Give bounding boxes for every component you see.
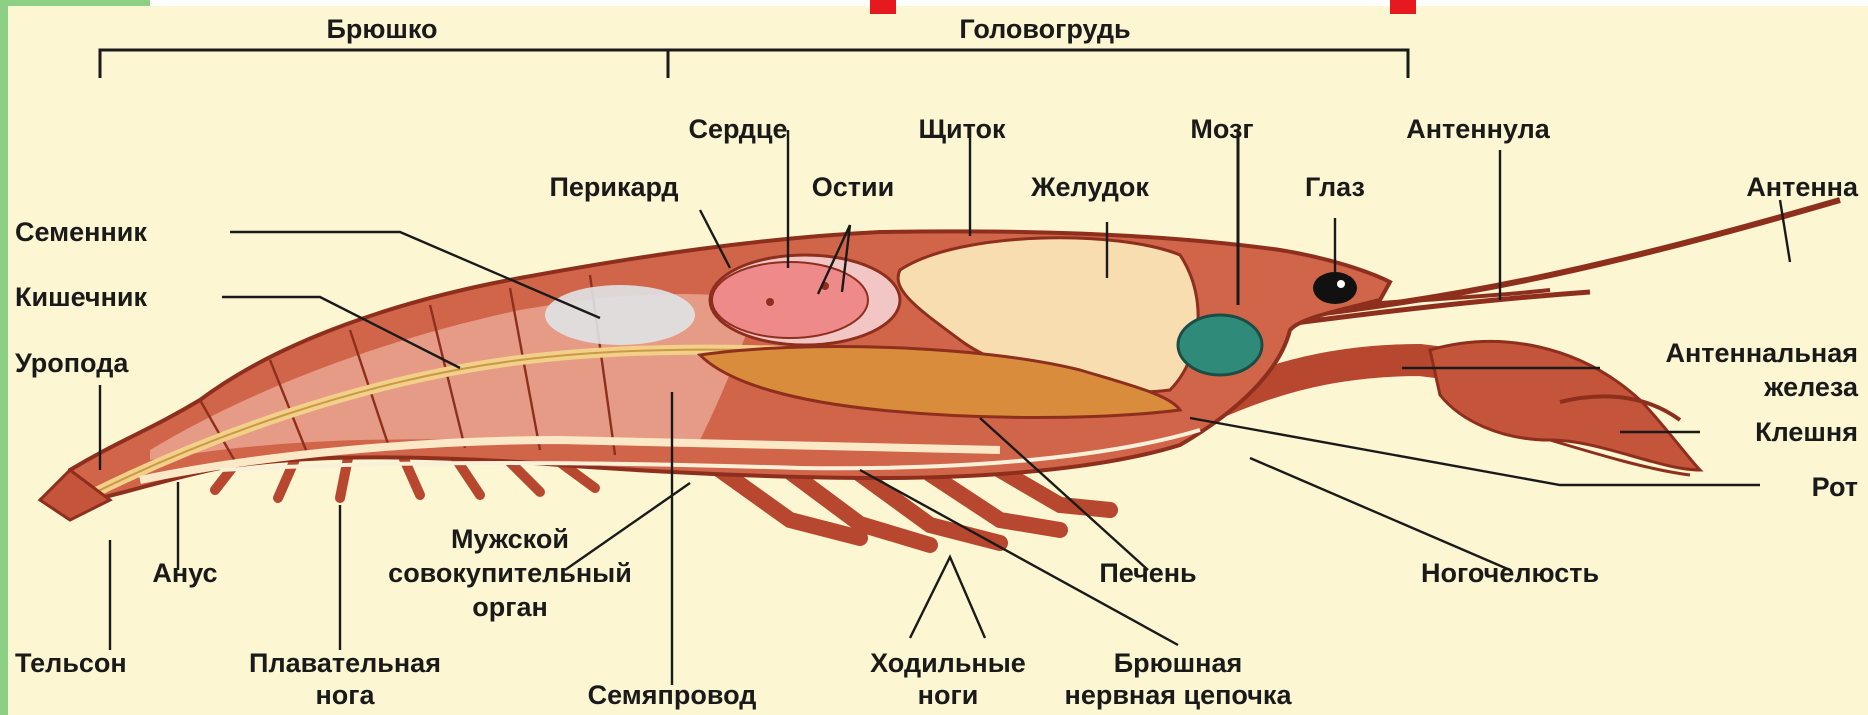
- label-walking-legs-1: Ходильные: [870, 648, 1026, 678]
- label-male-organ-2: совокупительный: [388, 558, 632, 588]
- label-semyaprovod: Семяпровод: [588, 680, 757, 710]
- label-telson: Тельсон: [15, 648, 127, 678]
- label-uropoda: Уропода: [15, 348, 129, 378]
- red-mark-left: [870, 0, 896, 14]
- section-brackets: [100, 50, 1408, 78]
- label-eye: Глаз: [1305, 172, 1365, 202]
- label-swim-leg-1: Плавательная: [249, 648, 441, 678]
- label-maxilliped: Ногочелюсть: [1421, 558, 1599, 588]
- crayfish-anatomy-drawing-icon: [40, 200, 1840, 545]
- label-swim-leg-2: нога: [315, 680, 375, 710]
- red-mark-right: [1390, 0, 1416, 14]
- label-male-organ-1: Мужской: [451, 524, 569, 554]
- label-brain: Мозг: [1190, 114, 1253, 144]
- label-nerve-cord-2: нервная цепочка: [1065, 680, 1293, 710]
- label-anus: Анус: [152, 558, 217, 588]
- label-claw: Клешня: [1755, 417, 1858, 447]
- label-kishechnik: Кишечник: [15, 282, 148, 312]
- label-male-organ-3: орган: [472, 592, 548, 622]
- label-antennal-gland-1: Антеннальная: [1665, 338, 1858, 368]
- section-label-abdomen: Брюшко: [326, 14, 437, 44]
- label-shield: Щиток: [919, 114, 1006, 144]
- label-pericard: Перикард: [549, 172, 678, 202]
- label-ostii: Остии: [812, 172, 894, 202]
- section-label-cephalothorax: Головогрудь: [959, 14, 1130, 44]
- label-heart: Сердце: [688, 114, 787, 144]
- label-mouth: Рот: [1812, 472, 1858, 502]
- label-walking-legs-2: ноги: [918, 680, 979, 710]
- section-labels: Брюшко Головогрудь: [326, 14, 1130, 44]
- label-liver: Печень: [1099, 558, 1196, 588]
- label-antenna: Антенна: [1746, 172, 1859, 202]
- label-antennula: Антеннула: [1406, 114, 1550, 144]
- label-stomach: Желудок: [1030, 172, 1149, 202]
- label-nerve-cord-1: Брюшная: [1114, 648, 1243, 678]
- label-antennal-gland-2: железа: [1763, 372, 1859, 402]
- label-semennik: Семенник: [15, 217, 147, 247]
